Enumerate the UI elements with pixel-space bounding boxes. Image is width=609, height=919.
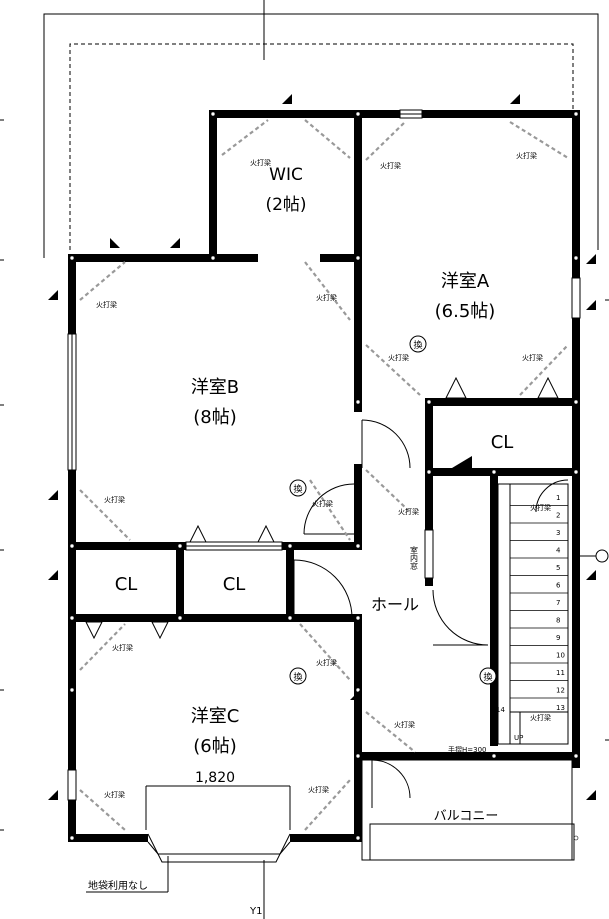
stair-step-number: 11 [556, 669, 565, 677]
balcony-label: バルコニー [434, 809, 499, 824]
stair-step-number: 1 [556, 494, 560, 502]
corner-braces [79, 119, 569, 831]
svg-text:換: 換 [483, 671, 492, 683]
stair-step-number: 13 [556, 704, 565, 712]
vent-marker: 換 [479, 667, 497, 685]
room-a-size: (6.5帖) [435, 301, 496, 322]
closet-b1-label: CL [115, 574, 138, 595]
closet-a-label: CL [491, 432, 514, 453]
stair-step-number: 12 [556, 687, 565, 695]
triangle-markers [48, 94, 596, 800]
stair-step-number: 10 [556, 652, 565, 660]
closet-b2-label: CL [223, 574, 246, 595]
room-a-name: 洋室A [441, 271, 490, 292]
stair-step-number: 5 [556, 564, 560, 572]
room-b-name: 洋室B [191, 377, 239, 398]
stair-step-number: 3 [556, 529, 560, 537]
vent-marker: 換 [289, 667, 307, 685]
brace-label: 火打梁 [250, 158, 271, 167]
room-c-size: (6帖) [193, 736, 237, 757]
brace-label: 火打梁 [530, 713, 551, 722]
windows [67, 109, 581, 863]
vent-marker: 換 [289, 479, 307, 497]
roof-outline [43, 13, 599, 258]
doors [293, 419, 569, 808]
grid-label-y1: Y1 [249, 906, 262, 917]
brace-label: 火打梁 [96, 300, 117, 309]
stair-step-number: 7 [556, 599, 560, 607]
stair-step-number: 9 [556, 634, 560, 642]
stair-step-number: 8 [556, 617, 560, 625]
dimension-line [145, 785, 291, 830]
svg-text:換: 換 [293, 483, 302, 495]
stair-step-number: 2 [556, 512, 560, 520]
bay-note: 地袋利用なし [88, 879, 148, 892]
wic-size: (2帖) [265, 195, 306, 215]
svg-text:換: 換 [413, 339, 422, 351]
hollow-triangles [85, 376, 559, 640]
stair-step-number: 4 [556, 547, 561, 555]
brace-label: 火打梁 [104, 790, 125, 799]
edge-ticks [0, 119, 609, 831]
grid-bubble [595, 549, 609, 563]
walls [68, 110, 580, 842]
hall-label: ホール [371, 595, 419, 614]
room-vent-label: 室内窓 [410, 545, 419, 570]
stair-step-number: 14 [496, 706, 505, 714]
brace-label: 火打梁 [380, 161, 401, 170]
brace-label: 火打梁 [398, 507, 419, 516]
brace-label: 火打梁 [112, 643, 133, 652]
svg-text:換: 換 [293, 671, 302, 683]
stair-note: 手摺H=300 [448, 745, 487, 754]
brace-label: 火打梁 [312, 499, 333, 508]
stair-up-label: UP [514, 734, 523, 742]
vent-marker: 換 [409, 335, 427, 353]
balcony [361, 759, 575, 861]
brace-label: 火打梁 [522, 353, 543, 362]
brace-label: 火打梁 [516, 151, 537, 160]
brace-label: 火打梁 [394, 720, 415, 729]
room-c-name: 洋室C [191, 706, 240, 727]
stair-step-number: 6 [556, 582, 561, 590]
brace-label: 火打梁 [388, 353, 409, 362]
dimension-label: 1,820 [195, 770, 235, 786]
brace-label: 火打梁 [316, 658, 337, 667]
room-b-size: (8帖) [193, 407, 237, 428]
brace-label: 火打梁 [530, 503, 551, 512]
brace-label: 火打梁 [316, 293, 337, 302]
brace-label: 火打梁 [308, 785, 329, 794]
brace-label: 火打梁 [104, 495, 125, 504]
wic-name: WIC [269, 165, 303, 185]
